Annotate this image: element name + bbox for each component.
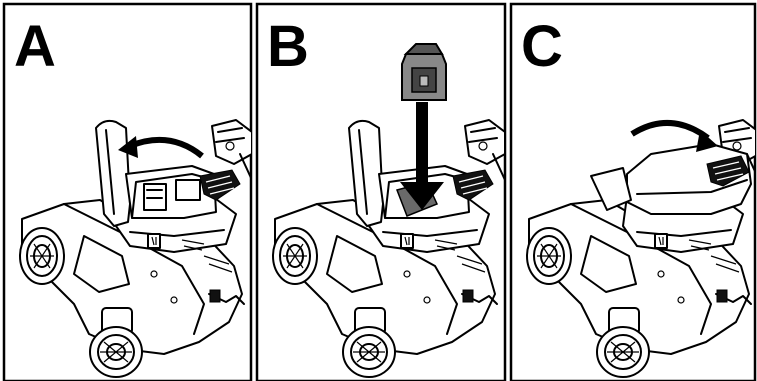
battery-pack-icon xyxy=(401,43,447,101)
panel-a: A xyxy=(14,14,251,378)
curved-arrow-right-head xyxy=(696,130,718,152)
down-arrow-icon xyxy=(400,182,444,210)
step-label-c: C xyxy=(521,14,563,79)
step-label-a: A xyxy=(14,14,56,79)
curved-arrow-left-icon xyxy=(128,137,204,159)
step-label-b: B xyxy=(267,14,309,79)
curved-arrow-left-head xyxy=(118,136,138,158)
panel-c: C xyxy=(521,14,755,378)
panel-b: B xyxy=(267,14,505,378)
down-arrow-shaft xyxy=(416,102,428,186)
